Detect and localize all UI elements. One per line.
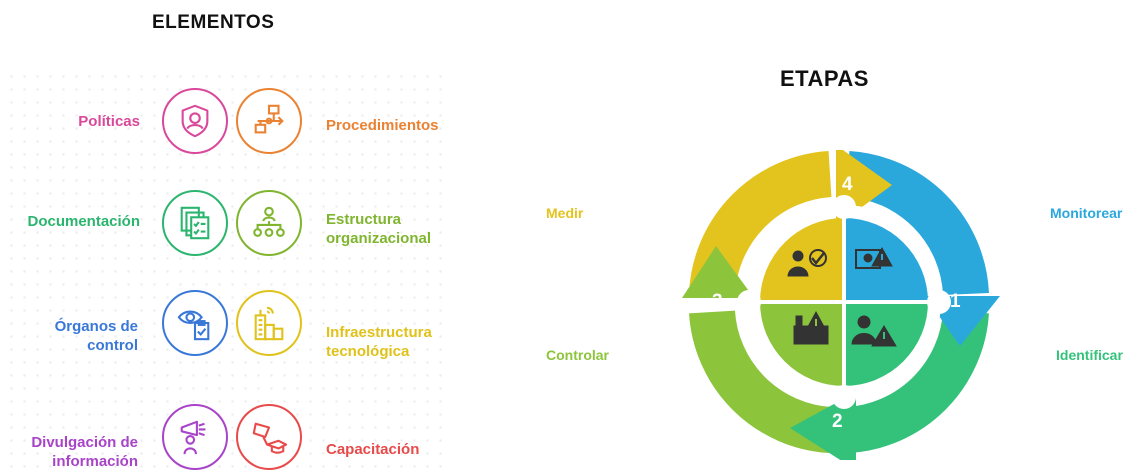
arrowhead-2 <box>790 392 856 460</box>
factory-warning-icon <box>793 310 829 345</box>
elemento-label-capacitacion: Capacitación <box>326 441 420 458</box>
documents-checklist-icon <box>162 190 228 256</box>
elemento-label-divulgacion: Divulgación de información <box>31 434 138 470</box>
dot-pattern-background <box>5 70 445 475</box>
elemento-label-estructura: Estructura organizacional <box>326 211 432 247</box>
buildings-icon <box>236 290 302 356</box>
stage-number-3: 3 <box>712 291 723 312</box>
elemento-label-politicas: Políticas <box>78 113 140 130</box>
stage-label-controlar: Controlar <box>546 347 609 363</box>
quadrant-medir <box>760 218 844 302</box>
elemento-label-organos: Órganos de control <box>54 318 138 354</box>
stage-number-2: 2 <box>832 411 843 432</box>
graduation-icon <box>236 404 302 470</box>
etapas-title: ETAPAS <box>780 66 869 91</box>
screen-warning-icon <box>855 246 893 269</box>
megaphone-person-icon <box>162 404 228 470</box>
arrowhead-3 <box>682 246 754 298</box>
org-chart-icon <box>236 190 302 256</box>
stage-cycle-diagram: 4 1 2 3 <box>682 150 1000 460</box>
shield-person-icon <box>162 88 228 154</box>
stage-number-4: 4 <box>842 174 853 195</box>
elemento-label-documentacion: Documentación <box>27 213 140 230</box>
elemento-label-infraestructura: Infraestructura tecnológica <box>326 324 432 360</box>
stage-label-identificar: Identificar <box>1056 347 1123 363</box>
stage-number-1: 1 <box>950 291 961 312</box>
stage-label-monitorear: Monitorear <box>1050 205 1123 221</box>
flowchart-icon <box>236 88 302 154</box>
eye-clipboard-icon <box>162 290 228 356</box>
person-check-icon <box>787 249 827 277</box>
person-warning-icon <box>851 315 897 347</box>
elementos-title: ELEMENTOS <box>152 12 275 33</box>
elemento-label-procedimientos: Procedimientos <box>326 117 439 134</box>
stage-label-medir: Medir <box>546 205 584 221</box>
